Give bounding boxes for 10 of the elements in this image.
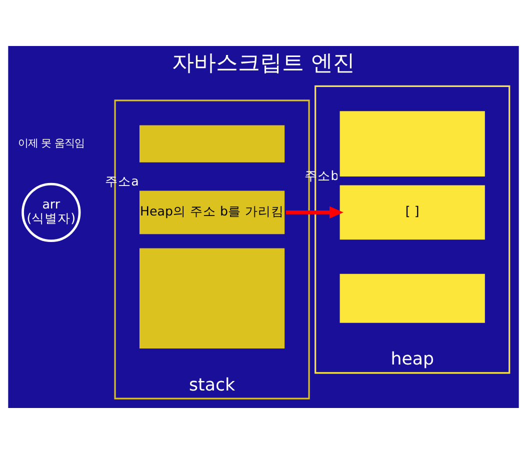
node-box: [ ] — [337, 182, 488, 242]
node-box: Heap의 주소 b를 가리킴 — [137, 188, 287, 236]
node-box — [337, 271, 488, 325]
label: 이제 못 움직임 — [18, 136, 84, 149]
arrow — [286, 206, 344, 218]
node-box — [137, 245, 287, 350]
diagram-title: 자바스크립트 엔진 — [172, 50, 356, 76]
node-box — [337, 108, 488, 178]
node-circle: arr (식별자) — [22, 182, 81, 242]
node-box — [137, 122, 287, 164]
